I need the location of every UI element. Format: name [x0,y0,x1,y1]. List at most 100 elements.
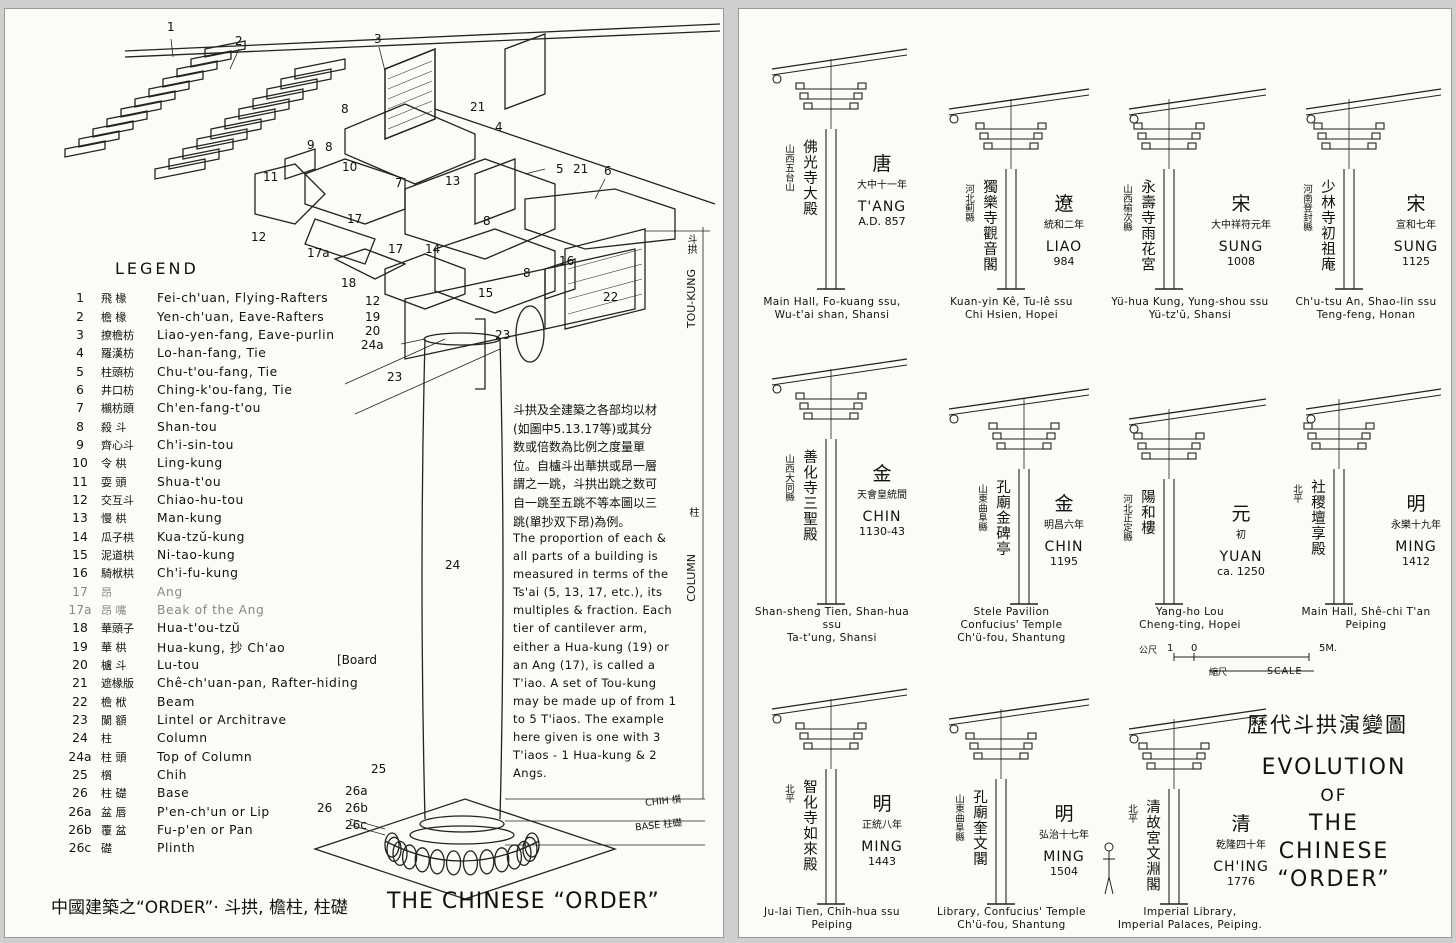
legend-chinese: 覆 盆 [101,824,127,838]
legend-chinese: 耍 頭 [101,475,127,489]
dynasty-character: 清 [1231,813,1251,835]
legend-romanization: Chiao-hu-tou [157,492,244,507]
legend-romanization: Plinth [157,841,196,856]
dimension-tou-kung: TOU-KUNG [685,269,698,329]
callout: 26b [345,801,368,815]
legend-chinese: 昂 嘴 [101,604,127,618]
dynasty-character: 唐 [872,153,892,175]
rafter [134,90,176,108]
callout: 16 [559,254,574,268]
dimension-column: COLUMN [685,554,698,602]
bracket-elevation [1305,88,1442,290]
legend-number: 4 [76,346,84,361]
bracket-elevation [948,88,1090,290]
legend-number: 2 [76,309,84,324]
scale-zero: 0 [1191,643,1198,654]
left-drawing-sheet: 1 2 3 21 4 5 21 6 8 8 9 10 11 7 13 17 17… [4,8,724,938]
legend-number: 22 [72,694,88,709]
legend-chinese: 昂 [101,585,112,599]
caption-line: Main Hall, Shê-chi T'an [1301,606,1431,618]
legend-number: 5 [76,364,84,379]
rafter [280,68,332,90]
dynasty-year: ca. 1250 [1217,565,1265,578]
caption-line: Ch'u-tsu An, Shao-lin ssu [1295,296,1437,308]
bracket-elevation [1303,388,1442,605]
reign-date: 統和二年 [1044,220,1084,231]
rafter [196,128,248,150]
callout-numbers: 1 2 3 21 4 5 21 6 8 8 9 10 11 7 13 17 17… [167,20,618,832]
legend-number: 12 [72,492,88,507]
rafter [224,108,276,130]
bracket-elevation [1128,88,1267,290]
building-caption: Main Hall, Fo-kuang ssu,Wu-t'ai shan, Sh… [747,296,917,322]
reign-date: 初 [1236,530,1246,541]
rafter [120,100,162,118]
rafter [176,60,218,78]
legend-romanization: Yen-ch'uan, Eave-Rafters [157,309,325,324]
callout: 24 [445,558,460,572]
legend-romanization: Ching-k'ou-fang, Tie [157,382,293,397]
legend-chinese: 井口枋 [101,383,134,397]
callout: 13 [445,174,460,188]
dynasty-name: MING [861,839,903,855]
legend-chinese: 瓜子栱 [101,530,134,544]
legend-romanization: Ch'en-fang-t'ou [157,401,261,416]
lotus-petal [386,836,402,862]
legend-romanization: Man-kung [157,511,223,526]
legend-chinese: 騎栿栱 [101,567,134,581]
caption-line: Stele Pavilion [973,606,1050,618]
dynasty-name: SUNG [1393,239,1439,255]
legend-chinese: 遮椽版 [101,677,134,691]
dynasty-year: 1195 [1050,555,1078,568]
caption-line: Main Hall, Fo-kuang ssu, [763,296,901,308]
dynasty-character: 元 [1231,503,1251,525]
caption-line: Shan-sheng Tien, Shan-hua ssu [754,606,910,631]
callout: 18 [341,276,356,290]
legend-chinese: 華 栱 [101,640,127,654]
legend-chinese: 華頭子 [101,622,134,636]
dynasty-name: MING [1395,539,1437,555]
dynasty-name: CHIN [862,509,902,525]
lotus-base-petals [384,832,540,876]
legend-title: LEGEND [115,259,199,278]
lotus-petal [479,849,495,875]
legend-chinese: 礎 [101,842,112,856]
callout: 25 [371,762,386,776]
rafter [148,80,190,98]
legend-romanization: Ling-kung [157,456,223,471]
legend-chinese: 殺 斗 [101,420,127,434]
legend-romanization: Hua-t'ou-tzŭ [157,621,241,636]
callout: 22 [603,290,618,304]
legend-number: 16 [72,566,88,581]
caption-line: Library, Confucius' Temple [937,906,1086,918]
legend-number: 10 [72,456,88,471]
caption-line: Peiping [1345,619,1387,631]
legend-chinese: 櫬枋頭 [101,402,134,416]
dynasty-year: 1130-43 [859,525,905,538]
callout: 20 [365,324,380,338]
bracket-elevation [1128,398,1267,605]
scale-five: 5M. [1319,643,1338,654]
callout: 17 [388,242,403,256]
reign-date: 大中祥符元年 [1211,220,1271,231]
building-name-chinese: 社稷壇享殿 [1309,479,1325,557]
evolution-title-line: OF [1320,786,1348,806]
evolution-title-line: THE [1309,811,1359,836]
legend-number: 6 [76,382,84,397]
caption-line: Ju-lai Tien, Chih-hua ssu [764,906,900,918]
